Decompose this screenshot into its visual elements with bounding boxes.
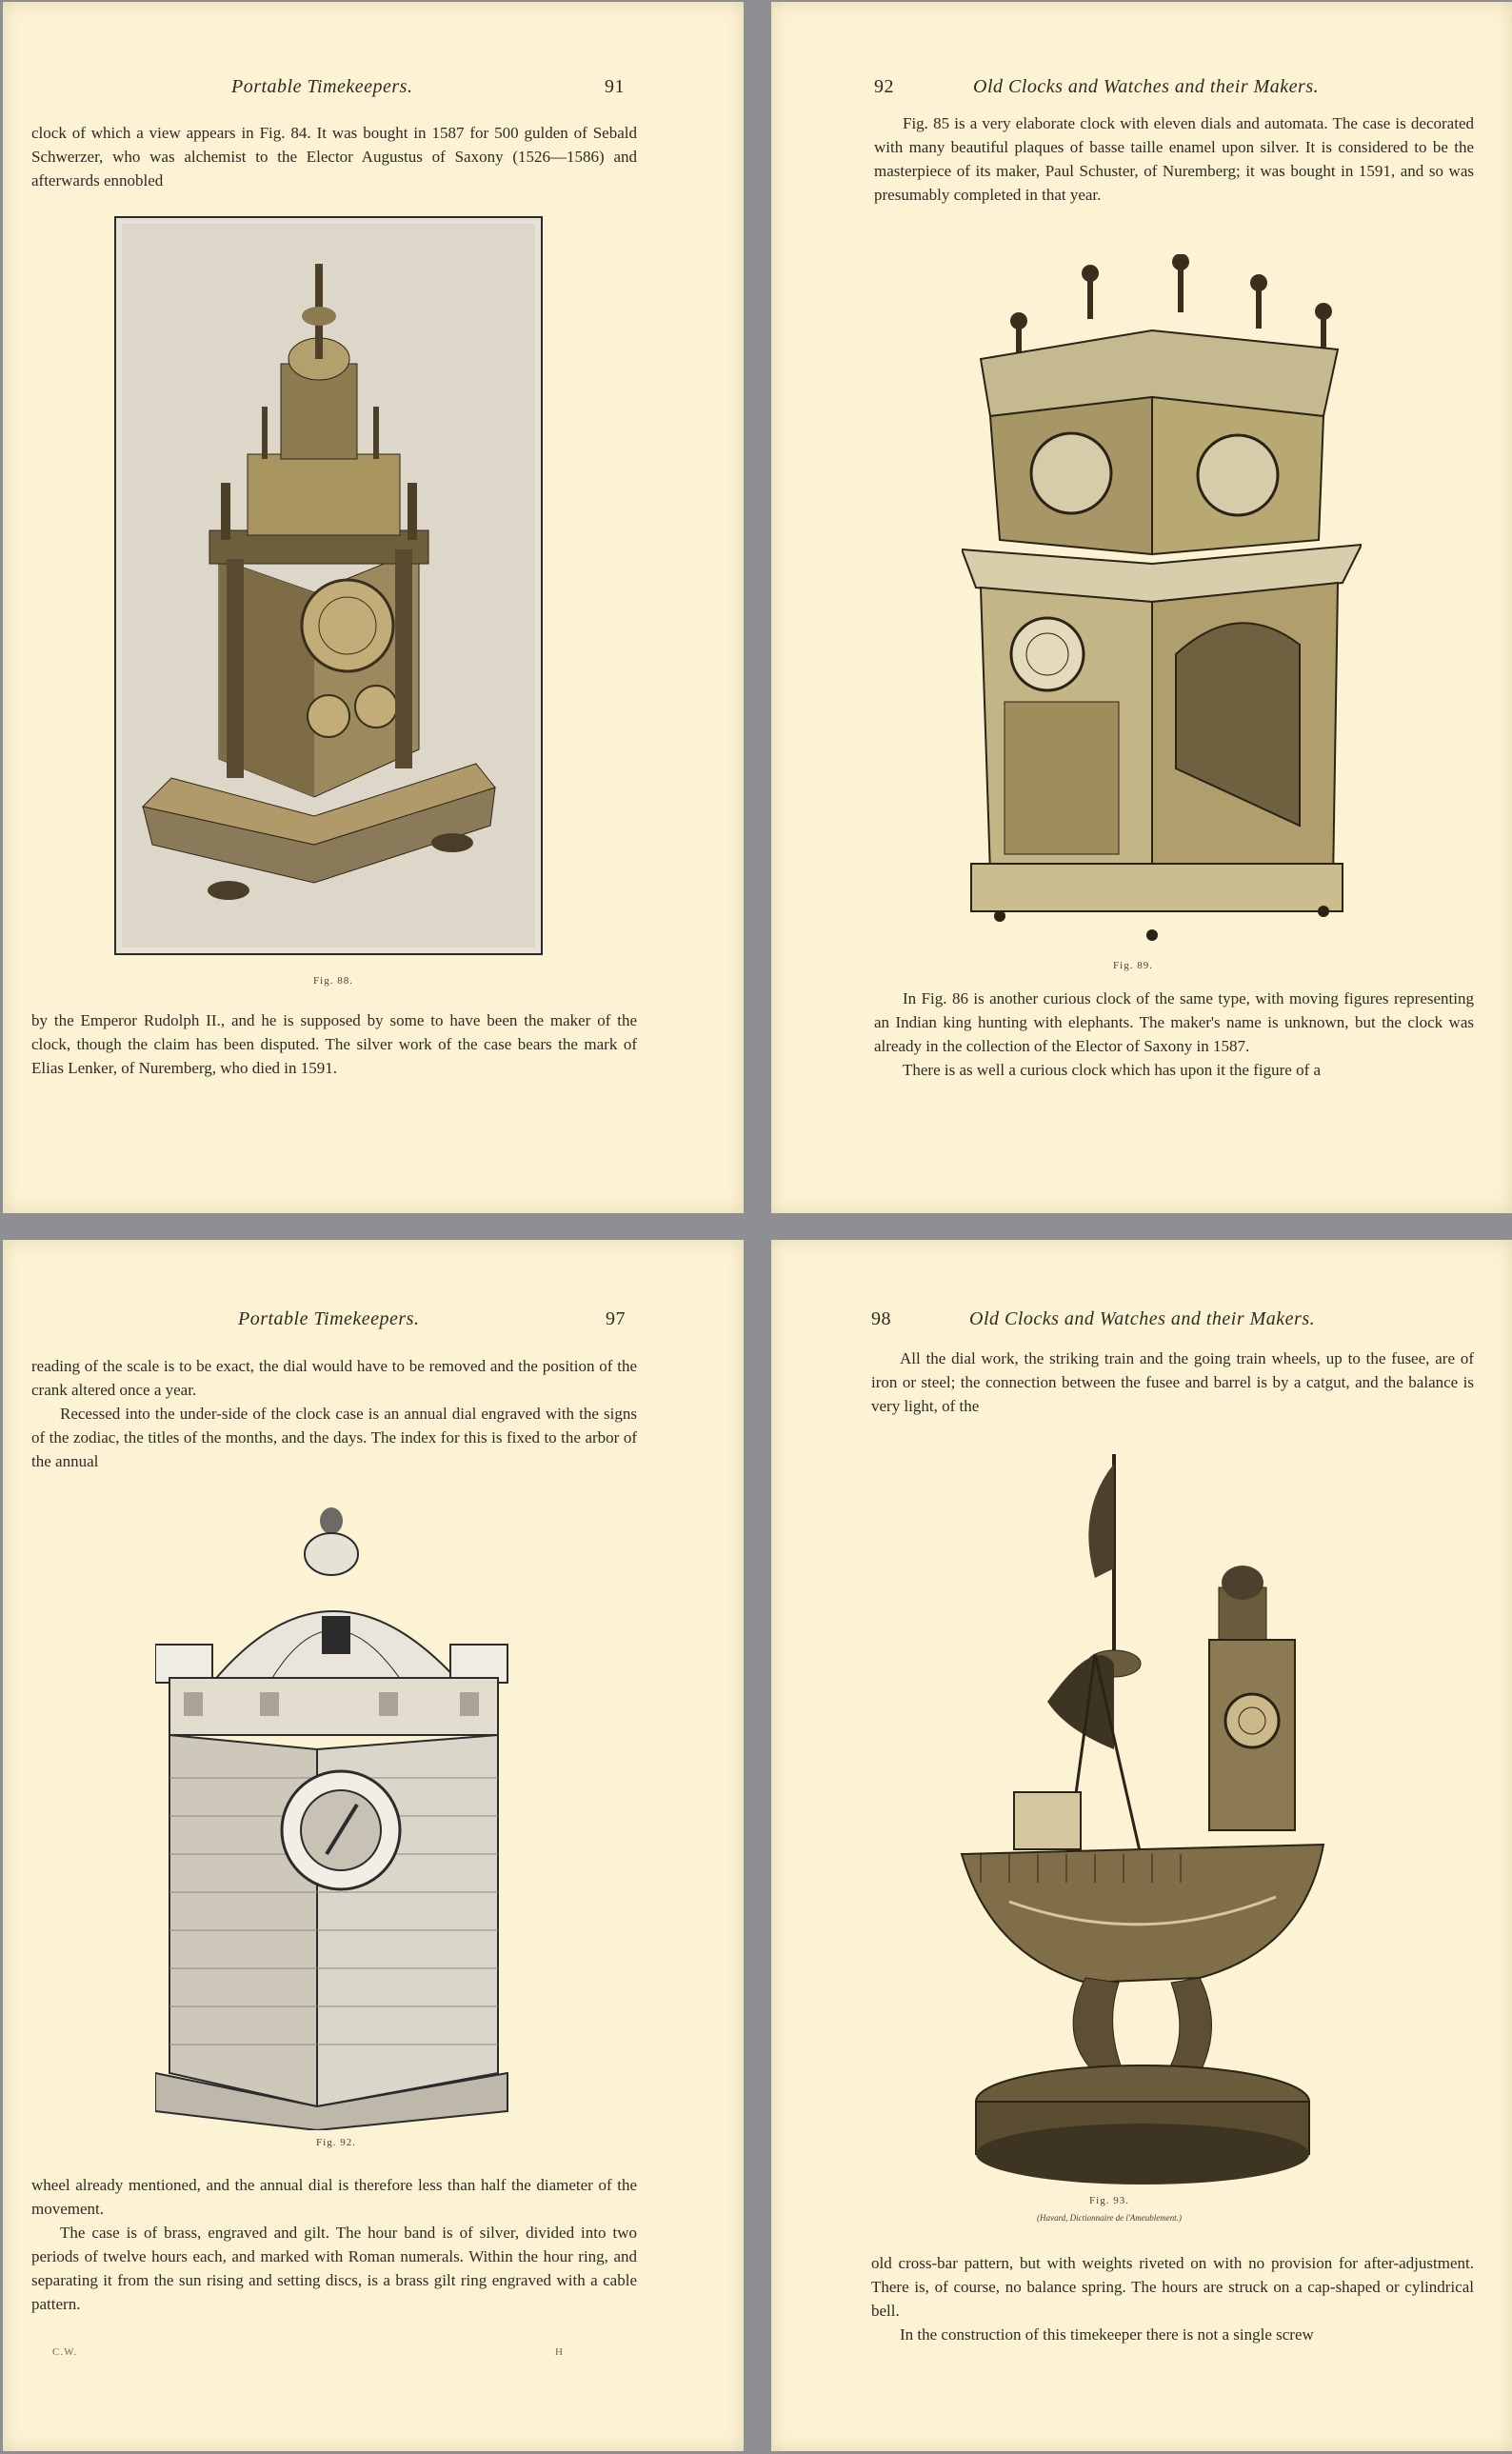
footer-signature-left: C.W. [52, 2346, 78, 2358]
running-title: Old Clocks and Watches and their Makers. [969, 1308, 1316, 1329]
figure-caption: Fig. 92. [316, 2137, 356, 2148]
paragraph: In Fig. 86 is another curious clock of t… [874, 989, 1474, 1055]
figure-caption: Fig. 88. [313, 975, 353, 987]
running-title: Old Clocks and Watches and their Makers. [973, 76, 1320, 97]
page-number: 92 [874, 76, 894, 97]
page-number: 97 [606, 1308, 626, 1329]
book-page-92: 92 Old Clocks and Watches and their Make… [771, 2, 1512, 1213]
running-head: 98 Old Clocks and Watches and their Make… [771, 1308, 1512, 1337]
figure-caption: Fig. 93. [1089, 2195, 1129, 2206]
paragraph: reading of the scale is to be exact, the… [31, 1357, 637, 1399]
paragraph: The case is of brass, engraved and gilt.… [31, 2224, 637, 2313]
paragraph: All the dial work, the striking train an… [871, 1349, 1474, 1415]
text-top: All the dial work, the striking train an… [871, 1347, 1474, 1418]
running-head: Portable Timekeepers. 91 [3, 76, 744, 105]
text-top: Fig. 85 is a very elaborate clock with e… [874, 111, 1474, 207]
figure-caption: Fig. 89. [1113, 960, 1153, 971]
text-bottom: old cross-bar pattern, but with weights … [871, 2251, 1474, 2346]
paragraph: wheel already mentioned, and the annual … [31, 2176, 637, 2218]
book-page-91: Portable Timekeepers. 91 clock of which … [3, 2, 744, 1213]
paragraph: clock of which a view appears in Fig. 84… [31, 124, 637, 190]
paragraph: Recessed into the under-side of the cloc… [31, 1405, 637, 1470]
running-head: 92 Old Clocks and Watches and their Make… [771, 76, 1512, 105]
paragraph: Fig. 85 is a very elaborate clock with e… [874, 114, 1474, 204]
book-page-97: Portable Timekeepers. 97 reading of the … [3, 1240, 744, 2451]
paragraph: by the Emperor Rudolph II., and he is su… [31, 1011, 637, 1077]
figure-89-clock-illustration [962, 254, 1362, 949]
figure-93-nef-clock-illustration [952, 1435, 1333, 2197]
text-top: clock of which a view appears in Fig. 84… [31, 121, 637, 192]
paragraph: There is as well a curious clock which h… [903, 1061, 1322, 1079]
text-bottom: In Fig. 86 is another curious clock of t… [874, 987, 1474, 1082]
text-top: reading of the scale is to be exact, the… [31, 1354, 637, 1473]
book-page-98: 98 Old Clocks and Watches and their Make… [771, 1240, 1512, 2451]
running-title: Portable Timekeepers. [238, 1308, 420, 1329]
paragraph: old cross-bar pattern, but with weights … [871, 2254, 1474, 2320]
running-title: Portable Timekeepers. [231, 76, 413, 97]
paragraph: In the construction of this timekeeper t… [900, 2325, 1314, 2344]
page-number: 98 [871, 1308, 891, 1329]
text-bottom: wheel already mentioned, and the annual … [31, 2173, 637, 2316]
figure-88-clock-illustration [114, 216, 543, 955]
footer-signature-right: H [555, 2346, 564, 2358]
running-head: Portable Timekeepers. 97 [3, 1308, 744, 1337]
page-number: 91 [605, 76, 625, 97]
text-bottom: by the Emperor Rudolph II., and he is su… [31, 1008, 637, 1080]
figure-source-credit: (Havard, Dictionnaire de l'Ameublement.) [1037, 2213, 1182, 2223]
figure-92-clock-illustration [155, 1502, 512, 2130]
